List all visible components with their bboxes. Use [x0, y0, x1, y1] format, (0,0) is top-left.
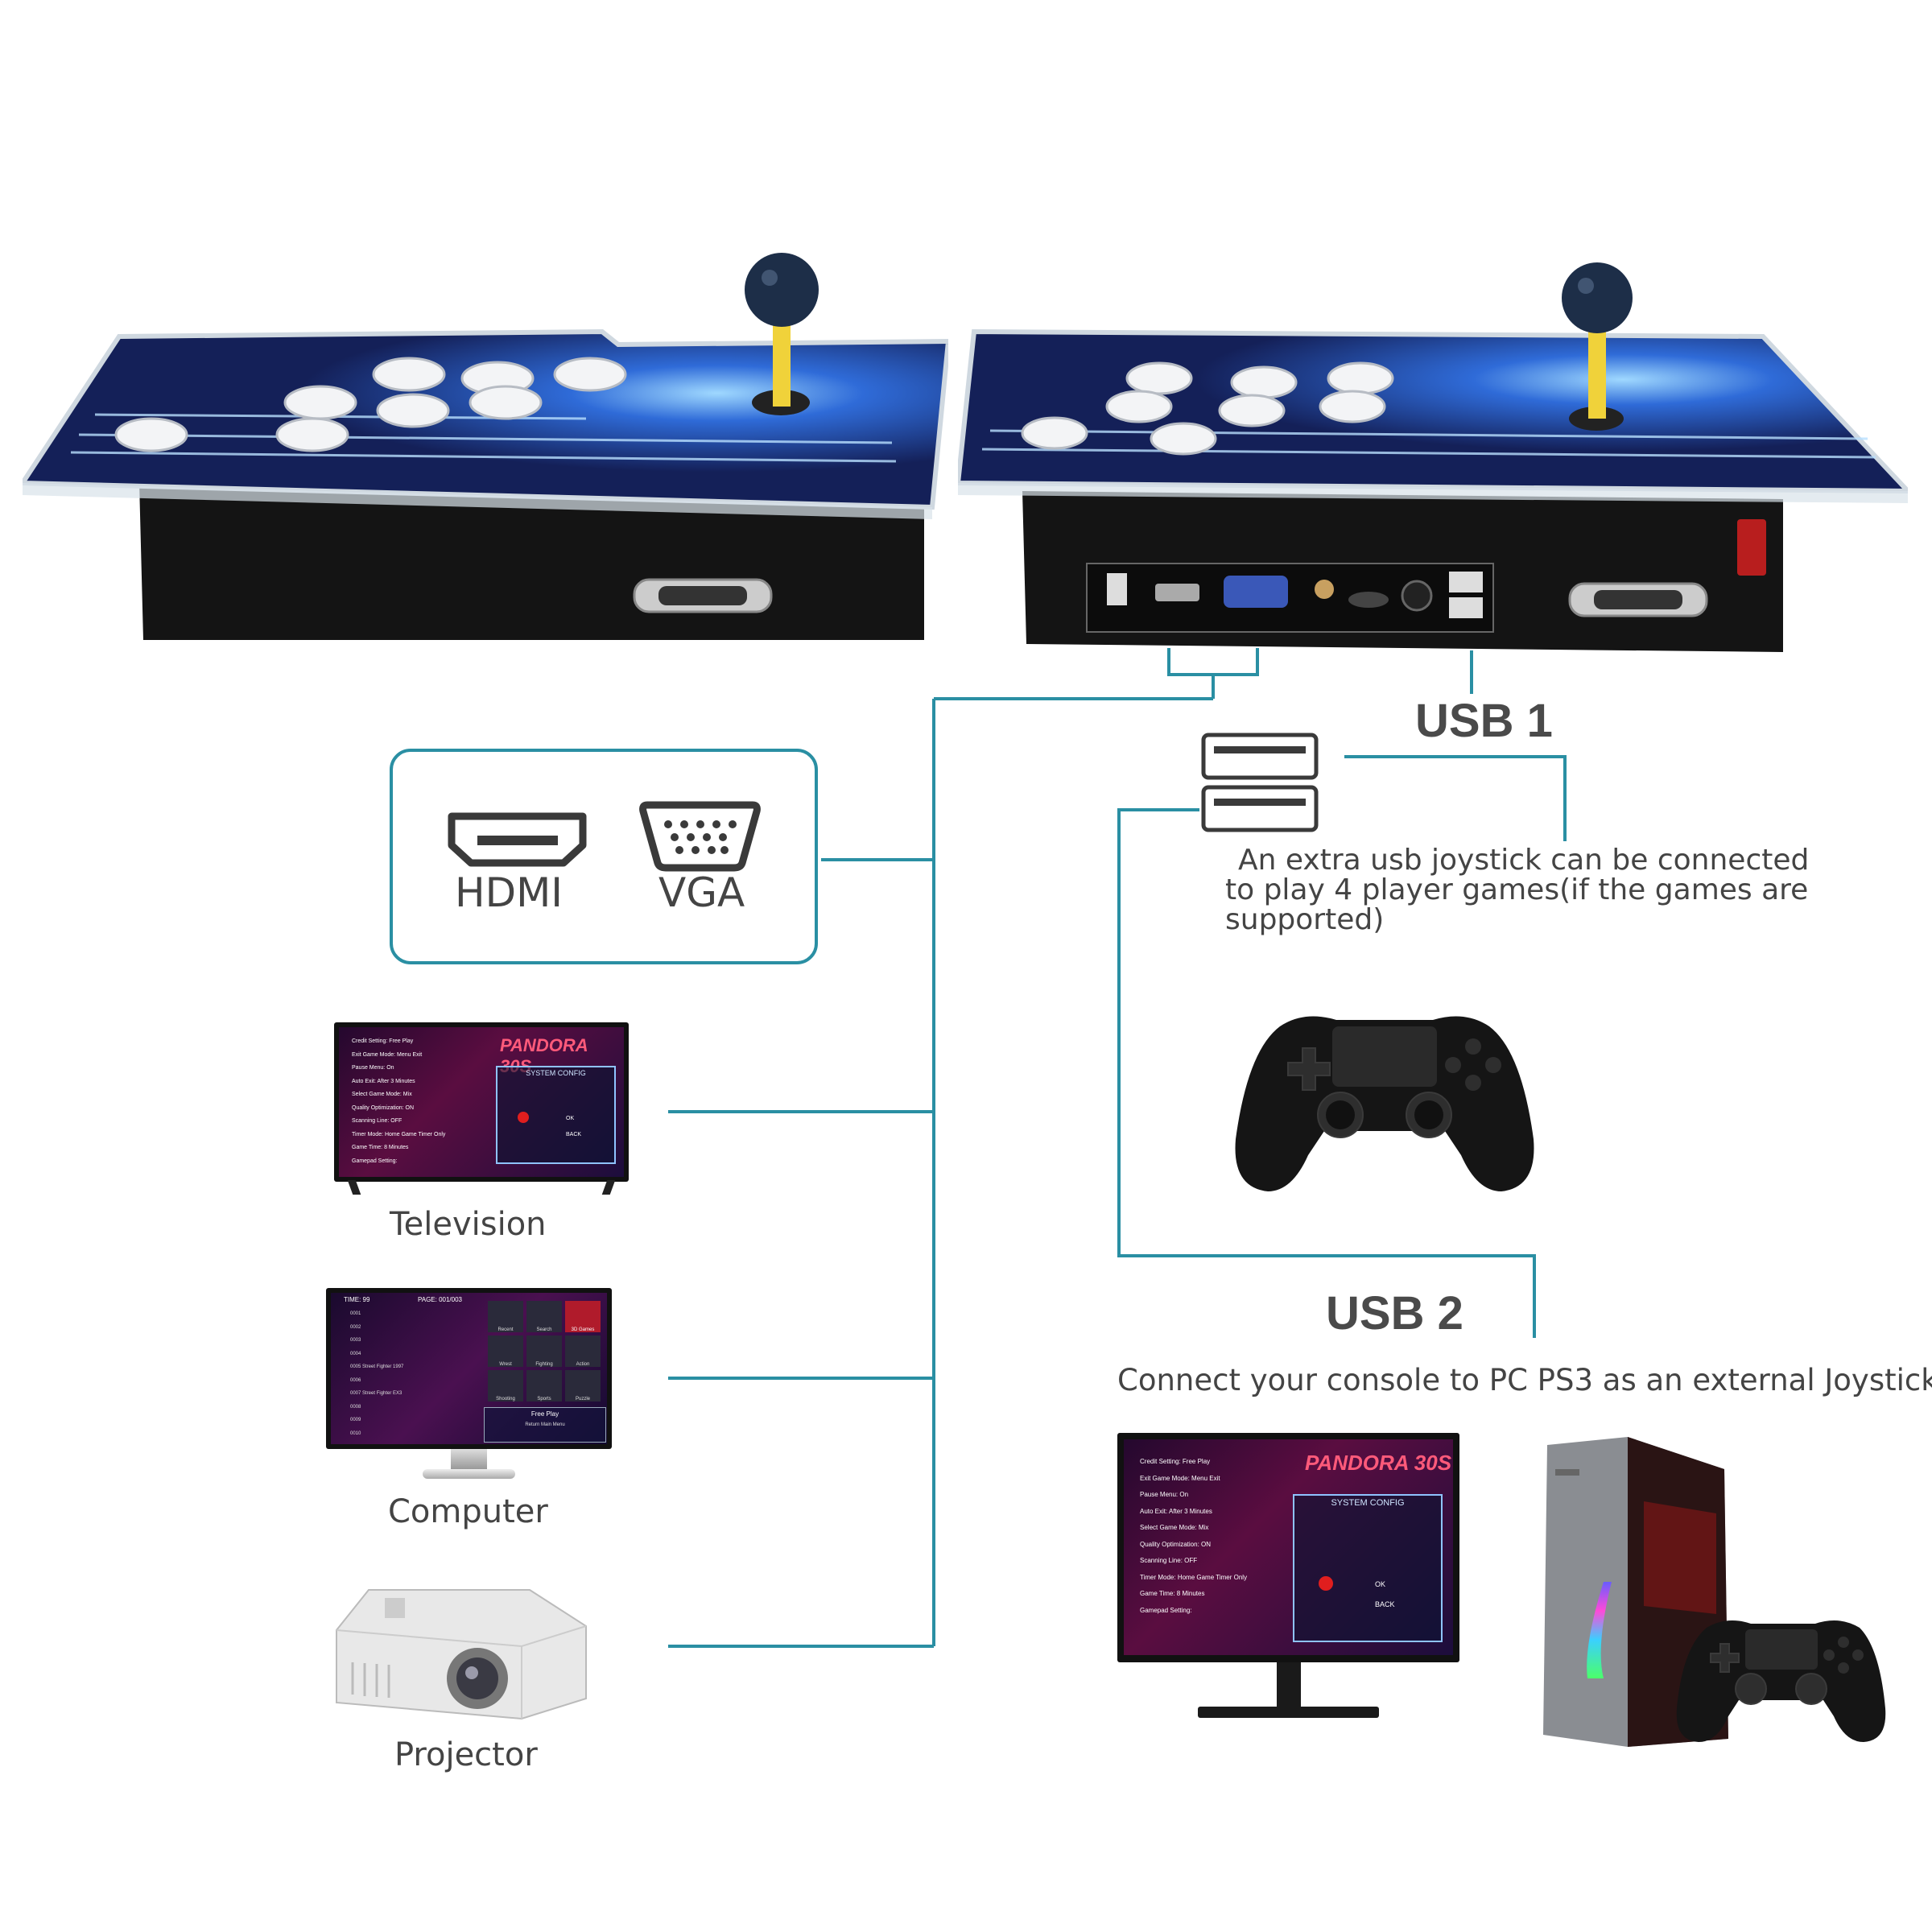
- left-console: [23, 242, 948, 652]
- hdmi-icon: [447, 811, 588, 868]
- vga-icon: [638, 799, 762, 873]
- hdmi-label: HDMI: [455, 869, 563, 916]
- tile-3d: 3D Games: [565, 1301, 601, 1332]
- right-console: [958, 242, 1908, 652]
- tile-recent: Recent: [488, 1301, 523, 1332]
- projector-label: Projector: [394, 1736, 538, 1773]
- tv-config-panel: SYSTEM CONFIG OK BACK: [496, 1066, 616, 1164]
- television-icon: Credit Setting: Free Play Exit Game Mode…: [334, 1022, 629, 1195]
- pc-rows: 0001 0002 0003 0004 0005 Street Fighter …: [350, 1311, 404, 1436]
- usb-port-icon: [1199, 733, 1320, 833]
- usb2-title: USB 2: [1326, 1287, 1463, 1340]
- tv-menu-list: Credit Setting: Free Play Exit Game Mode…: [352, 1038, 446, 1164]
- pc-time: TIME: 99: [344, 1296, 370, 1303]
- television-label: Television: [390, 1206, 547, 1243]
- small-gamepad-icon: [1674, 1612, 1888, 1744]
- pc-tile-grid: Recent Search 3D Games Wrest Fighting Ac…: [488, 1301, 601, 1402]
- tile-shooting: Shooting: [488, 1370, 523, 1402]
- computer-icon: TIME: 99 PAGE: 001/003 0001 0002 0003 00…: [326, 1288, 612, 1485]
- usb1-title: USB 1: [1415, 695, 1553, 747]
- tv-menu-screen: Credit Setting: Free Play Exit Game Mode…: [339, 1027, 624, 1177]
- tv-ok: OK: [566, 1116, 575, 1121]
- usb2-description: Connect your console to PC PS3 as an ext…: [1117, 1363, 1932, 1397]
- vga-label: VGA: [658, 869, 745, 916]
- pc-game-list-screen: TIME: 99 PAGE: 001/003 0001 0002 0003 00…: [331, 1293, 607, 1444]
- tile-search: Search: [526, 1301, 562, 1332]
- tv-back: BACK: [566, 1132, 582, 1137]
- projector-icon: [328, 1582, 598, 1727]
- pc-page: PAGE: 001/003: [418, 1296, 462, 1303]
- tile-sports: Sports: [526, 1370, 562, 1402]
- monitor-logo: PANDORA 30S: [1305, 1451, 1452, 1475]
- tile-puzzle: Puzzle: [565, 1370, 601, 1402]
- tile-action: Action: [565, 1335, 601, 1367]
- monitor-menu-screen: Credit Setting: Free Play Exit Game Mode…: [1124, 1439, 1453, 1655]
- monitor-icon: Credit Setting: Free Play Exit Game Mode…: [1117, 1433, 1459, 1731]
- computer-label: Computer: [388, 1493, 548, 1530]
- tile-fighting: Fighting: [526, 1335, 562, 1367]
- tile-wrest: Wrest: [488, 1335, 523, 1367]
- gamepad-icon: [1232, 1002, 1538, 1195]
- video-output-box: [390, 749, 818, 964]
- usb1-description: An extra usb joystick can be connected t…: [1225, 844, 1810, 936]
- pc-info-box: Free Play Return Main Menu: [484, 1407, 606, 1443]
